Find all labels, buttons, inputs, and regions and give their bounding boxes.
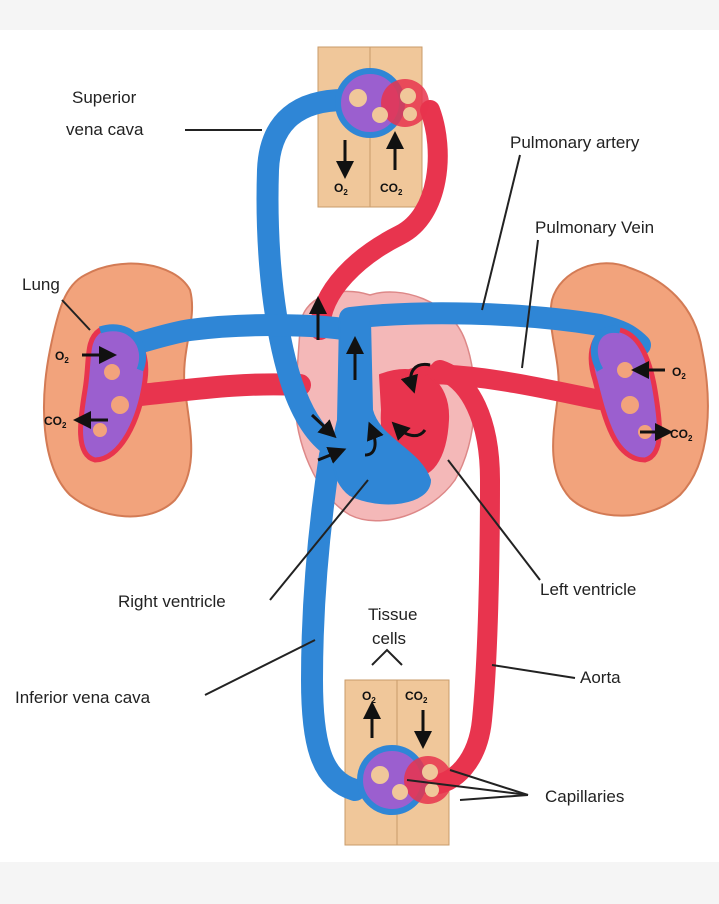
- lung-label: Lung: [22, 275, 60, 294]
- right-ventricle-label: Right ventricle: [118, 592, 226, 611]
- upper-o2-label: O2: [334, 181, 348, 197]
- upper-capillaries: [335, 68, 429, 138]
- right-lung-co2-label: CO2: [670, 427, 693, 443]
- left-lung-capillaries: [78, 324, 149, 463]
- upper-co2-label: CO2: [380, 181, 403, 197]
- pulmonary-artery-label: Pulmonary artery: [510, 133, 640, 152]
- capillaries-label: Capillaries: [545, 787, 624, 806]
- inferior-vena-cava-label: Inferior vena cava: [15, 688, 151, 707]
- oxygenated-vessels: [129, 100, 610, 795]
- left-ventricle-label: Left ventricle: [540, 580, 636, 599]
- left-lung-co2-label: CO2: [44, 414, 67, 430]
- tissue-cells-label-line2: cells: [372, 629, 406, 648]
- left-lung-o2-label: O2: [55, 349, 69, 365]
- leader-lines: [61, 129, 576, 801]
- tissue-cells-label-line1: Tissue: [368, 605, 417, 624]
- lower-co2-label: CO2: [405, 689, 428, 705]
- aorta-label: Aorta: [580, 668, 621, 687]
- right-lung-o2-label: O2: [672, 365, 686, 381]
- gas-arrows: [73, 131, 673, 749]
- lower-capillaries: [357, 745, 452, 815]
- lower-o2-label: O2: [362, 689, 376, 705]
- pulmonary-vein-label: Pulmonary Vein: [535, 218, 654, 237]
- superior-vena-cava-label-line2: vena cava: [66, 120, 144, 139]
- flow-arrows: [309, 296, 431, 464]
- superior-vena-cava-label-line1: Superior: [72, 88, 137, 107]
